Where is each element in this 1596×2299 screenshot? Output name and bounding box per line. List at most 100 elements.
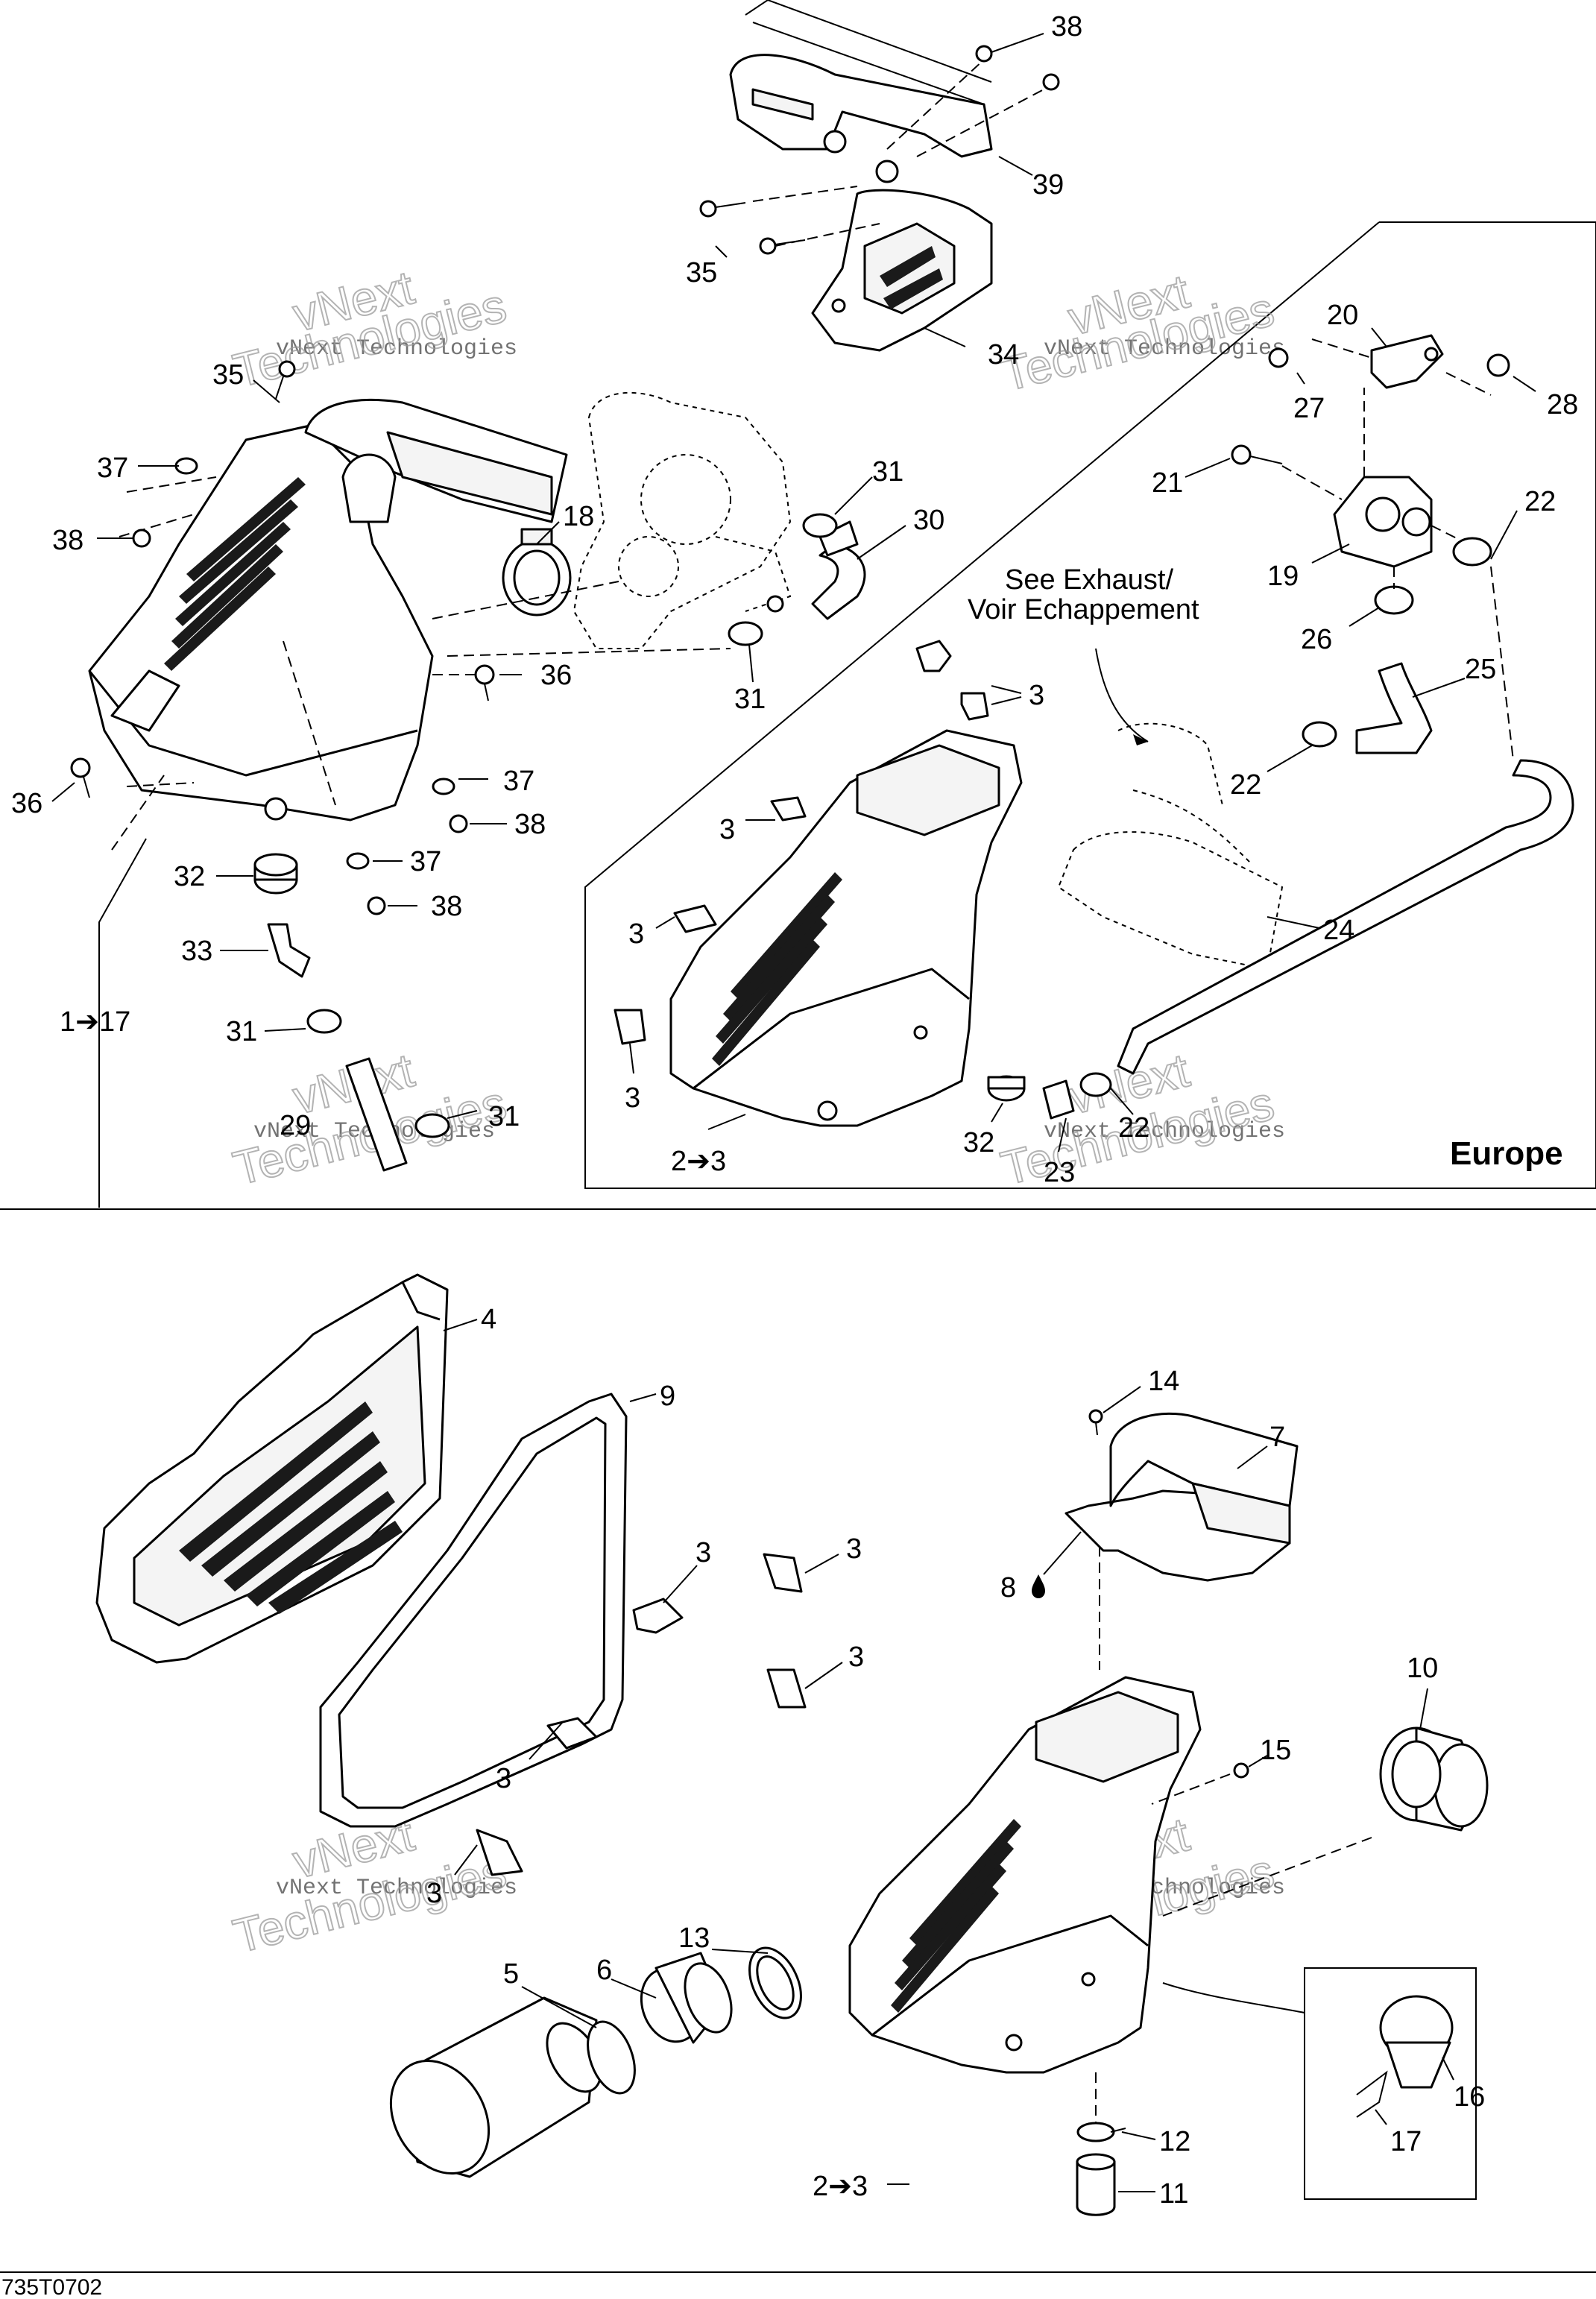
clamp-26 [1374, 585, 1414, 615]
airbox-europe [669, 729, 1023, 1127]
air-filter-5 [389, 1996, 602, 2178]
washer-37c [346, 852, 370, 870]
callout-27: 27 [1293, 393, 1325, 424]
nut-38d [449, 814, 468, 833]
drain-cap-11 [1076, 2153, 1116, 2216]
callout-38b: 38 [52, 525, 83, 556]
callout-24: 24 [1323, 915, 1354, 946]
callout-19: 19 [1267, 561, 1299, 592]
bracket-20 [1311, 334, 1492, 396]
callout-3h: 3 [496, 1763, 511, 1794]
clamp-22b [1302, 721, 1337, 748]
callout-31a: 31 [872, 456, 903, 488]
clip-3d [673, 904, 717, 933]
screw-35c [275, 360, 296, 400]
callout-3c: 3 [628, 918, 644, 950]
callout-18: 18 [563, 501, 594, 532]
callout-36a: 36 [540, 660, 572, 691]
callout-37c: 37 [410, 846, 441, 877]
svg-text:vNext Technologies: vNext Technologies [276, 1876, 517, 1901]
clamp-31b [728, 621, 763, 646]
callout-3i: 3 [426, 1878, 442, 1909]
washer-37a [174, 457, 198, 475]
callout-21: 21 [1152, 467, 1183, 499]
callout-31b: 31 [734, 684, 766, 715]
clip-12 [1076, 2122, 1126, 2142]
grommet-32b [987, 1075, 1026, 1102]
clip-3j [476, 1829, 523, 1876]
callout-35a: 35 [686, 257, 717, 288]
airbox-assembly-left [88, 398, 568, 851]
svg-text:vNext Technologies: vNext Technologies [276, 336, 517, 362]
clip-3b [960, 692, 989, 721]
gasket-9 [319, 1393, 628, 1828]
clip-3g [763, 1553, 803, 1593]
callout-23: 23 [1044, 1157, 1075, 1188]
washer-37b [432, 778, 455, 795]
callout-34: 34 [988, 339, 1019, 370]
callout-3e: 3 [696, 1537, 711, 1568]
callout-29: 29 [280, 1110, 311, 1141]
svg-text:vNext Technologies: vNext Technologies [1044, 1119, 1285, 1144]
callout-15: 15 [1260, 1735, 1291, 1766]
callout-38c: 38 [514, 809, 546, 840]
svg-text:vNext Technologies: vNext Technologies [1044, 336, 1285, 362]
nut-38e [367, 896, 386, 915]
intake-duct-7 [1064, 1409, 1299, 1582]
bolt-21 [1231, 444, 1283, 465]
drain-hose-29 [345, 1057, 408, 1172]
callout-3f: 3 [846, 1533, 862, 1565]
sealant-drop-icon [1032, 1574, 1045, 1598]
callout-39: 39 [1032, 169, 1064, 201]
clamp-31a [802, 513, 838, 538]
callout-16: 16 [1454, 2081, 1485, 2113]
hose-24 [1117, 566, 1574, 1075]
heat-shield-assembly [699, 0, 1060, 352]
bolt-35b [759, 237, 806, 255]
clip-3f [632, 1598, 684, 1634]
callout-3g: 3 [848, 1642, 864, 1673]
callout-26: 26 [1301, 624, 1332, 655]
clamp-31d [414, 1113, 450, 1138]
airbox-bottom [848, 1513, 1372, 2125]
callout-22b: 22 [1230, 769, 1261, 801]
screw-36a [474, 664, 495, 701]
callout-31d: 31 [488, 1101, 520, 1132]
clamp-13 [748, 1946, 802, 2019]
callout-22a: 22 [1524, 486, 1556, 517]
exhaust-outline [1057, 648, 1284, 971]
screw-15 [1233, 1762, 1249, 1779]
callout-30: 30 [913, 505, 944, 536]
valve-19 [1281, 388, 1462, 589]
callout-36b: 36 [11, 788, 42, 819]
callout-labels: 38 39 35 34 35 37 38 18 31 30 36 31 36 3… [1, 11, 1578, 2299]
grommet-32a [253, 853, 298, 895]
elbow-fitting-33 [267, 923, 311, 978]
leader-lines [51, 33, 1536, 2192]
clip-3h [766, 1668, 807, 1709]
adapter-6 [640, 1952, 733, 2044]
callout-7: 7 [1269, 1422, 1285, 1453]
europe-frame [584, 221, 1596, 1189]
clamp-22a [1452, 537, 1492, 567]
clip-3c [770, 796, 807, 821]
screw-36b [70, 757, 91, 798]
see-exhaust-line1: See Exhaust/ [1005, 564, 1173, 596]
callout-8: 8 [1000, 1572, 1016, 1603]
clamp-22c [1079, 1072, 1112, 1097]
callout-2-3b: 2➔3 [813, 2171, 868, 2202]
callout-31c: 31 [226, 1016, 257, 1047]
detail-box [1162, 1967, 1477, 2200]
nut-27 [1268, 347, 1289, 368]
callout-4: 4 [481, 1304, 496, 1335]
callout-9: 9 [660, 1381, 675, 1412]
airbox-cover-4 [95, 1273, 449, 1664]
nut-28 [1486, 353, 1510, 377]
callout-5: 5 [503, 1958, 519, 1990]
callout-11: 11 [1159, 2178, 1188, 2210]
callout-35b: 35 [212, 359, 244, 391]
callout-10: 10 [1407, 1653, 1438, 1684]
diagram-code: 735T0702 [1, 2275, 102, 2299]
clip-3a [915, 640, 952, 672]
